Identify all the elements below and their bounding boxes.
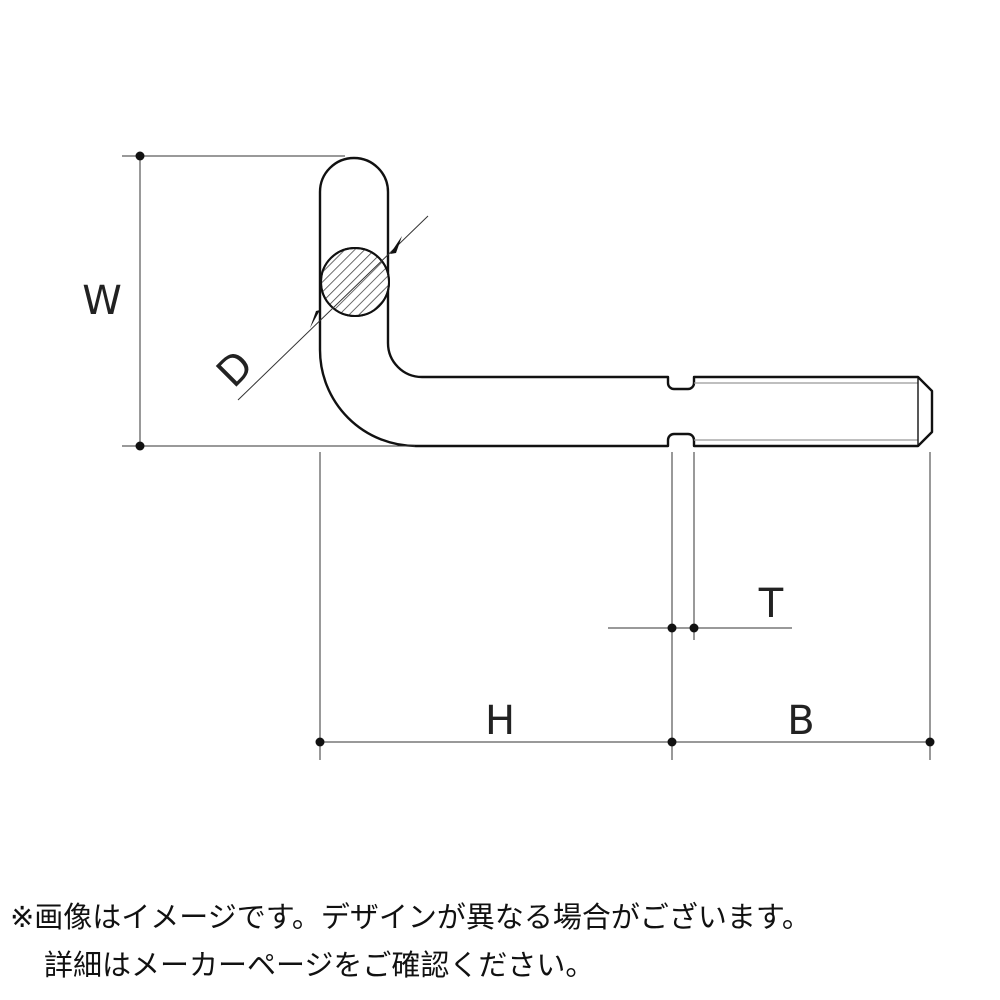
w-dot-bottom: [135, 441, 145, 451]
h-label: H: [485, 698, 515, 744]
bolt-body: [318, 156, 934, 448]
dimension-h-b: H B: [315, 452, 935, 760]
disclaimer-line-1: ※画像はイメージです。デザインが異なる場合がございます。: [10, 900, 811, 934]
h-b-dot-middle: [667, 737, 677, 747]
d-label: D: [208, 342, 262, 396]
w-dot-top: [135, 151, 145, 161]
h-dot-left: [315, 737, 325, 747]
dimension-w: W: [82, 151, 415, 451]
b-label: B: [787, 698, 814, 744]
d-arrow-lower: [310, 310, 320, 328]
t-dot-left: [667, 623, 677, 633]
t-dot-right: [689, 623, 699, 633]
d-arrow-upper: [390, 236, 402, 254]
disclaimer-line-2: 詳細はメーカーページをご確認ください。: [44, 948, 595, 982]
cross-section-hatch: [321, 248, 389, 316]
image-disclaimer-note: ※画像はイメージです。デザインが異なる場合がございます。 詳細はメーカーページを…: [10, 893, 995, 989]
t-label: T: [758, 581, 784, 627]
b-dot-right: [925, 737, 935, 747]
l-bolt-dimension-diagram: W D T H B: [82, 151, 935, 760]
dimension-t: T: [608, 452, 792, 760]
d-leader-line: [237, 215, 429, 401]
dimension-d: D: [208, 215, 429, 401]
bolt-outer-contour: [318, 156, 934, 448]
w-label: W: [82, 278, 122, 324]
